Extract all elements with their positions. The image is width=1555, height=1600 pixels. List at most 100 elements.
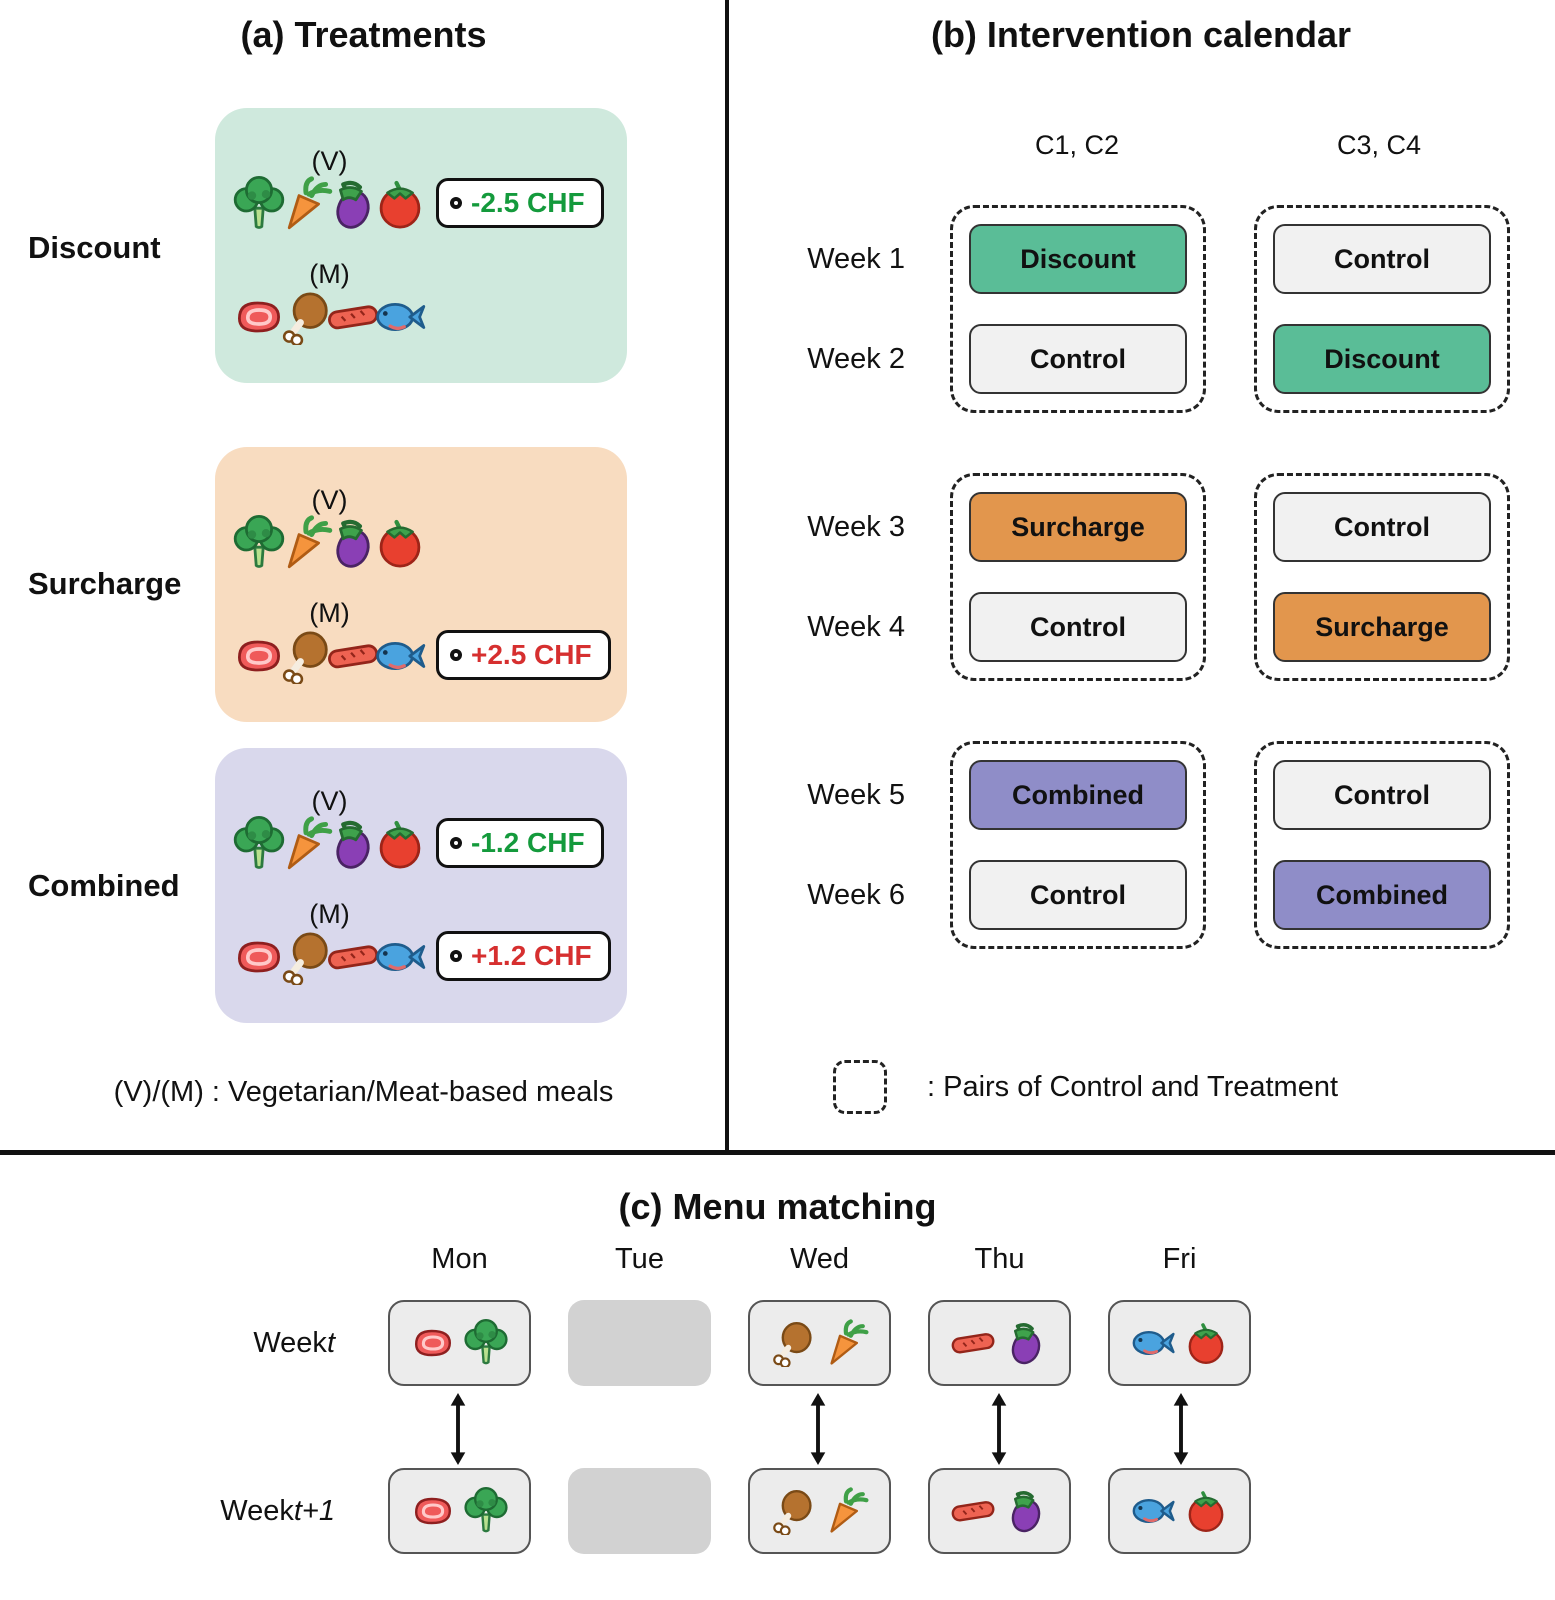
- calendar-cell-combined: Combined: [969, 760, 1187, 830]
- menu-row-week-t1: [388, 1468, 1251, 1554]
- match-arrow-mon: [450, 1392, 466, 1466]
- menu-box-tue-empty: [568, 1468, 711, 1554]
- price-tag: +1.2 CHF: [436, 931, 611, 982]
- price-tag: -1.2 CHF: [436, 817, 604, 868]
- tag-hole-icon: [450, 836, 462, 849]
- week-label: Week 3: [807, 510, 905, 543]
- calendar-cell-control: Control: [969, 324, 1187, 394]
- price-tag-label: +1.2 CHF: [471, 940, 592, 972]
- row-label-var: t+1: [293, 1494, 335, 1527]
- veg-label: (V): [311, 145, 348, 176]
- fish-icon: [375, 943, 426, 972]
- calendar-cell-control: Control: [969, 860, 1187, 930]
- meat-label: (M): [309, 899, 350, 930]
- surcharge-card: (V) (M) +2.5: [215, 447, 627, 722]
- ham-icon: [769, 1487, 817, 1535]
- day-header-fri: Fri: [1162, 1243, 1197, 1275]
- broccoli-icon: [464, 1487, 508, 1533]
- price-tag-label: +2.5 CHF: [471, 639, 592, 671]
- meat-meal-row: (M): [215, 259, 627, 345]
- calendar-cell-control: Control: [1273, 760, 1491, 830]
- week-label: Week 5: [807, 778, 905, 811]
- pair-box-left: Surcharge Control: [950, 473, 1206, 681]
- calendar-cell-surcharge: Surcharge: [969, 492, 1187, 562]
- eggplant-icon: [1006, 1491, 1046, 1535]
- calendar-cell-control: Control: [969, 592, 1187, 662]
- week-label: Week 4: [807, 610, 905, 643]
- price-tag: -2.5 CHF: [436, 177, 604, 228]
- pair-box-right: Control Combined: [1254, 741, 1510, 949]
- day-header-row: Mon Tue Wed Thu Fri: [388, 1243, 1251, 1276]
- week-label: Week 1: [807, 242, 905, 275]
- tag-hole-icon: [450, 950, 462, 963]
- treatment-label-discount: Discount: [28, 230, 161, 265]
- discount-card: (V) -2.5 CHF (M): [215, 108, 627, 383]
- veg-label: (V): [311, 785, 348, 816]
- tomato-icon: [372, 816, 428, 872]
- price-tag-label: -2.5 CHF: [471, 186, 585, 218]
- day-header-thu: Thu: [974, 1243, 1025, 1275]
- panel-c-title: (c) Menu matching: [618, 1186, 937, 1227]
- tomato-icon: [372, 176, 428, 232]
- calendar-cell-control: Control: [1273, 224, 1491, 294]
- row-label-var: t: [326, 1326, 335, 1359]
- panel-a-title: (a) Treatments: [240, 14, 487, 55]
- treatment-label-surcharge: Surcharge: [28, 566, 182, 601]
- menu-row-week-t: [388, 1300, 1251, 1386]
- menu-box-fri: [1108, 1300, 1251, 1386]
- price-tag: +2.5 CHF: [436, 630, 611, 681]
- tomato-icon: [1188, 1323, 1224, 1365]
- pair-box-left: Combined Control: [950, 741, 1206, 949]
- combined-card: (V) -1.2 CHF (M): [215, 748, 627, 1023]
- menu-box-tue-empty: [568, 1300, 711, 1386]
- fish-icon: [375, 303, 426, 332]
- panel-b-title: (b) Intervention calendar: [930, 14, 1352, 55]
- legend-text: : Pairs of Control and Treatment: [927, 1070, 1339, 1103]
- calendar-legend: : Pairs of Control and Treatment: [833, 1060, 1338, 1114]
- row-label-prefix: Week: [220, 1494, 294, 1527]
- menu-box-fri: [1108, 1468, 1251, 1554]
- match-arrow-thu: [991, 1392, 1007, 1466]
- pair-box-right: Control Surcharge: [1254, 473, 1510, 681]
- week-label: Week 6: [807, 878, 905, 911]
- day-header-wed: Wed: [789, 1243, 850, 1275]
- vertical-divider: [725, 0, 729, 1150]
- calendar-group-weeks-1-2: Week 1 Week 2 Discount Control Control D…: [735, 205, 1510, 413]
- meat-meal-row: (M) +1.2 CHF: [215, 899, 627, 985]
- treatment-label-combined: Combined: [28, 868, 180, 903]
- tomato-icon: [372, 515, 428, 571]
- veg-meal-row: (V): [215, 485, 627, 571]
- ham-icon: [769, 1319, 817, 1367]
- calendar-cell-discount: Discount: [969, 224, 1187, 294]
- menu-box-thu: [928, 1468, 1071, 1554]
- dashed-pair-icon: [833, 1060, 887, 1114]
- menu-box-mon: [388, 1468, 531, 1554]
- calendar-cell-combined: Combined: [1273, 860, 1491, 930]
- veg-label: (V): [311, 484, 348, 515]
- fish-icon: [1132, 1498, 1175, 1524]
- calendar-group-weeks-3-4: Week 3 Week 4 Surcharge Control Control …: [735, 473, 1510, 681]
- row-label-week-t1: Week t+1: [150, 1468, 335, 1554]
- menu-box-wed: [748, 1300, 891, 1386]
- steak-icon: [414, 1497, 452, 1525]
- veg-meal-row: (V) -1.2 CHF: [215, 786, 627, 872]
- sausage-icon: [950, 1500, 996, 1523]
- day-header-tue: Tue: [615, 1243, 664, 1275]
- calendar-group-weeks-5-6: Week 5 Week 6 Combined Control Control C…: [735, 741, 1510, 949]
- menu-box-thu: [928, 1300, 1071, 1386]
- panel-a-footnote: (V)/(M) : Vegetarian/Meat-based meals: [113, 1076, 614, 1108]
- carrot-icon: [822, 1487, 870, 1535]
- calendar-cell-discount: Discount: [1273, 324, 1491, 394]
- meat-label: (M): [309, 598, 350, 629]
- price-tag-label: -1.2 CHF: [471, 826, 585, 858]
- tag-hole-icon: [450, 196, 462, 209]
- match-arrow-wed: [810, 1392, 826, 1466]
- cohort-header-c3c4: C3, C4: [1336, 130, 1422, 160]
- steak-icon: [414, 1329, 452, 1357]
- row-label-week-t: Week t: [150, 1300, 335, 1386]
- sausage-icon: [950, 1332, 996, 1355]
- tomato-icon: [1188, 1491, 1224, 1533]
- row-label-prefix: Week: [253, 1326, 327, 1359]
- menu-box-mon: [388, 1300, 531, 1386]
- eggplant-icon: [1006, 1323, 1046, 1367]
